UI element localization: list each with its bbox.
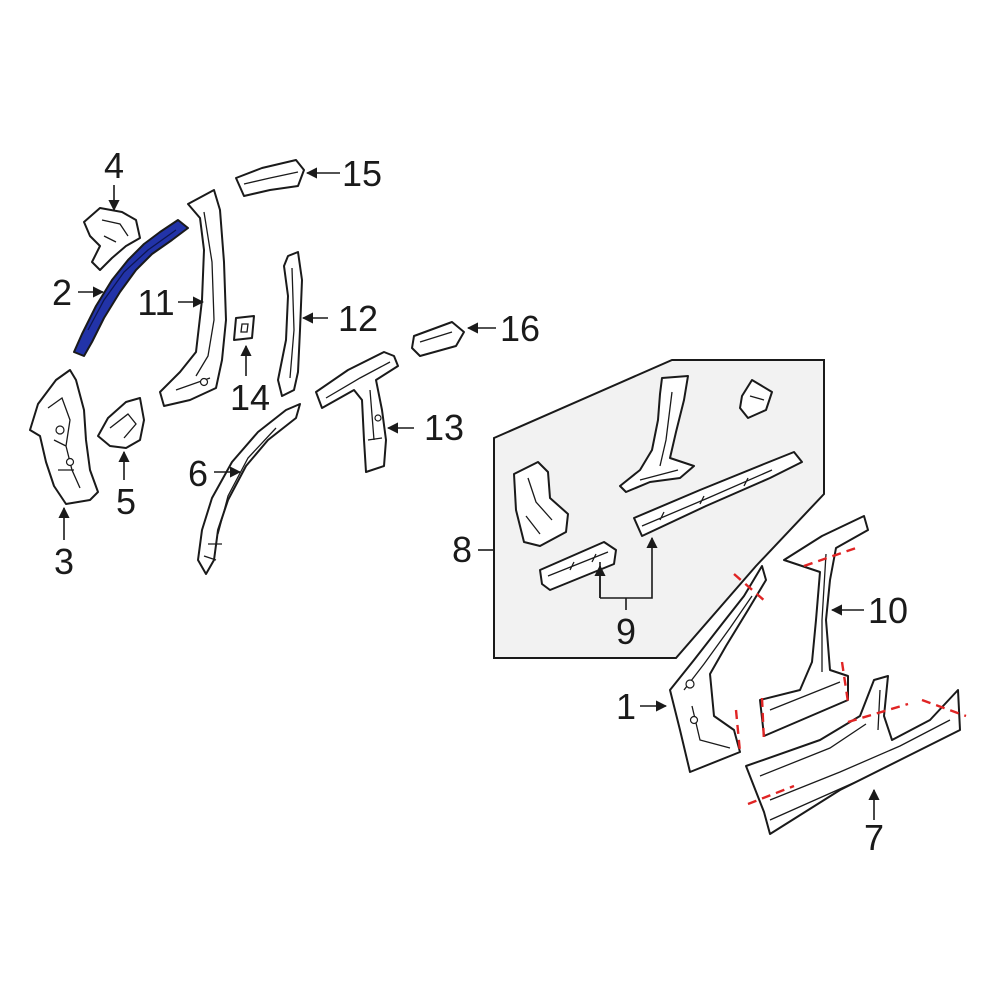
part-12-pillar-reinforcement[interactable] — [277, 251, 303, 397]
part-1-front-side-panel[interactable] — [669, 565, 767, 773]
callout-9: 9 — [616, 611, 636, 652]
callout-16: 16 — [500, 308, 540, 349]
part-5-gusset[interactable] — [97, 397, 145, 449]
callout-15: 15 — [342, 153, 382, 194]
callout-4: 4 — [104, 145, 124, 186]
callout-6: 6 — [188, 453, 208, 494]
callout-11: 11 — [137, 282, 174, 323]
callout-7: 7 — [864, 817, 884, 858]
callout-10: 10 — [868, 590, 908, 631]
callout-12: 12 — [338, 298, 378, 339]
callout-5: 5 — [116, 481, 136, 522]
part-14-small-plate[interactable] — [233, 315, 255, 341]
part-7-rocker-outer[interactable] — [745, 675, 961, 835]
part-8-reinforcement-kit[interactable] — [493, 359, 825, 659]
callout-1: 1 — [616, 686, 636, 727]
part-15-roof-rail[interactable] — [235, 159, 305, 197]
part-6-lower-reinforcement[interactable] — [197, 403, 301, 575]
part-10-center-pillar-outer[interactable] — [759, 515, 869, 737]
cut-lines — [733, 546, 967, 806]
callout-3: 3 — [54, 541, 74, 582]
callout-14: 14 — [230, 377, 270, 418]
callout-13: 13 — [424, 407, 464, 448]
callout-8: 8 — [452, 529, 472, 570]
callout-2: 2 — [52, 272, 72, 313]
part-13-t-reinforcement[interactable] — [315, 351, 399, 473]
part-3-hinge-pillar-inner[interactable] — [29, 369, 99, 505]
part-4-bracket[interactable] — [83, 207, 141, 271]
part-11-center-pillar-inner[interactable] — [159, 189, 227, 407]
callout-labels: 4 2 3 5 11 15 12 14 16 13 6 8 9 10 1 7 — [52, 145, 908, 858]
part-2-windshield-pillar-highlighted[interactable] — [73, 219, 189, 357]
leader-lines — [58, 167, 880, 820]
part-16-bracket[interactable] — [411, 321, 465, 357]
